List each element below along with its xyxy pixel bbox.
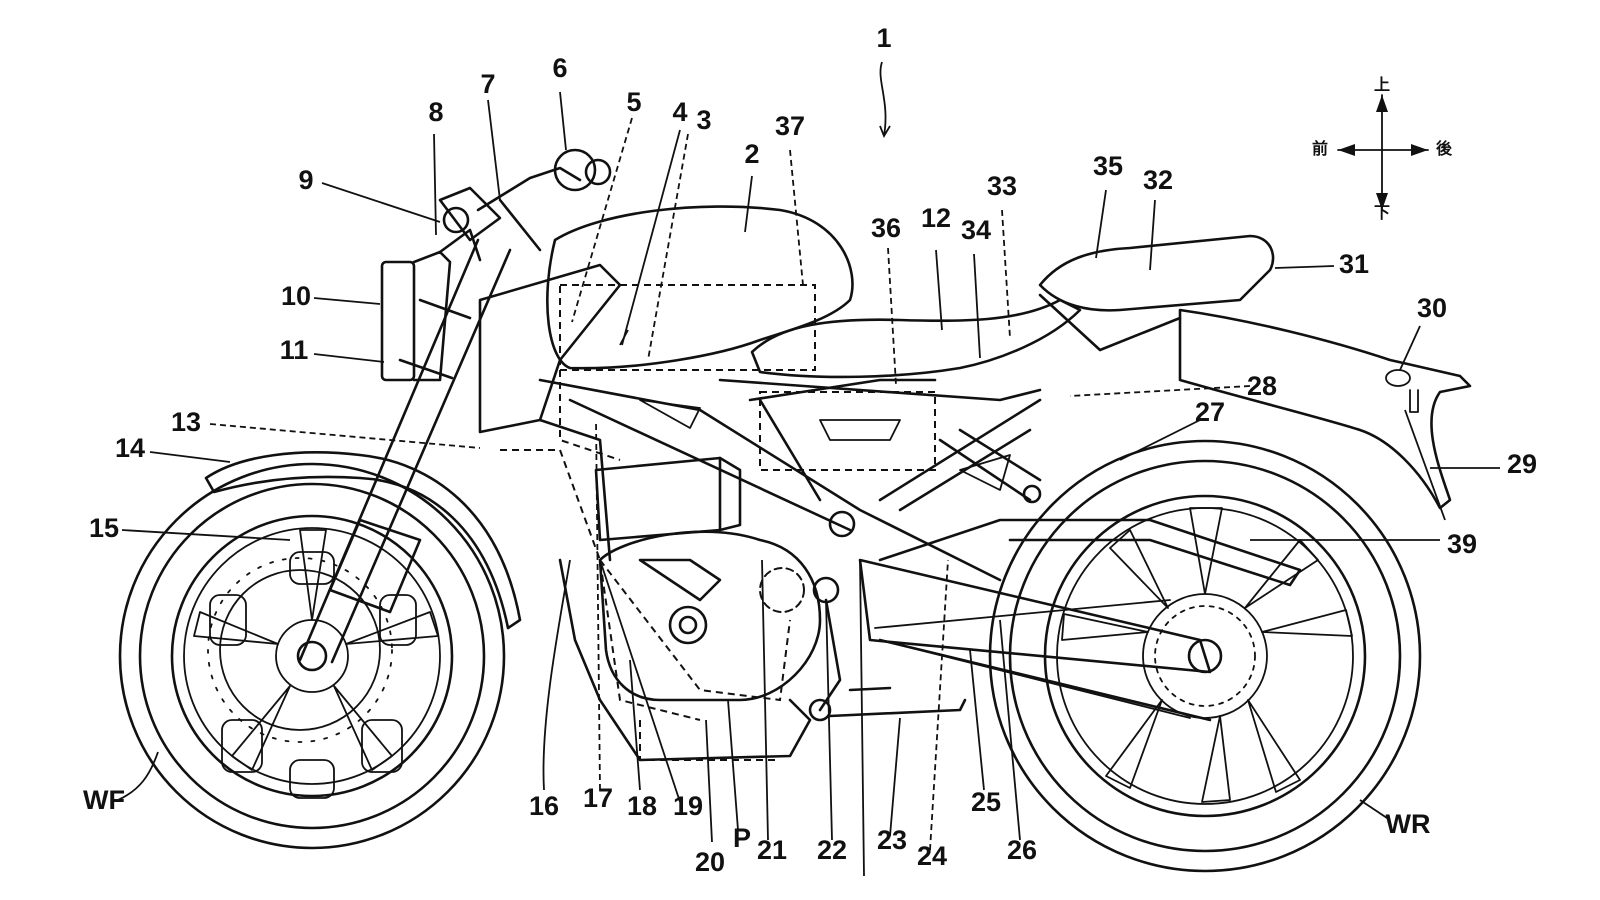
label-9: 9: [298, 165, 313, 195]
label-19: 19: [673, 791, 703, 821]
label-30: 30: [1417, 293, 1447, 323]
direction-compass: 上 下 前 後: [1312, 76, 1453, 222]
fuel-tank: [546, 205, 854, 370]
front-fork: [298, 238, 512, 664]
label-28: 28: [1247, 371, 1277, 401]
label-39: 39: [1447, 529, 1477, 559]
label-20: 20: [695, 847, 725, 877]
label-25: 25: [971, 787, 1001, 817]
label-35: 35: [1093, 151, 1123, 181]
tail-light: [1385, 369, 1419, 413]
label-29: 29: [1507, 449, 1537, 479]
seat: [750, 298, 1082, 379]
label-14: 14: [115, 433, 145, 463]
label-36: 36: [871, 213, 901, 243]
label-wr: WR: [1386, 809, 1431, 839]
label-27: 27: [1195, 397, 1225, 427]
tail-cowl: [1038, 234, 1275, 352]
motor: [598, 530, 822, 702]
label-13: 13: [171, 407, 201, 437]
label-11: 11: [280, 335, 309, 365]
label-3: 3: [696, 105, 711, 135]
rear-wheel: [988, 439, 1422, 873]
label-wf: WF: [83, 785, 125, 815]
label-24: 24: [917, 841, 947, 871]
main-frame: [538, 378, 1042, 582]
label-4: 4: [672, 97, 687, 127]
handlebar: [438, 148, 612, 252]
label-15: 15: [89, 513, 119, 543]
inverter-box: [594, 456, 742, 542]
lower-cowl: [558, 558, 812, 762]
label-5: 5: [626, 87, 641, 117]
drive-chain: [874, 599, 1191, 719]
label-22: 22: [817, 835, 847, 865]
label-31: 31: [1339, 249, 1369, 279]
label-23: 23: [877, 825, 907, 855]
rear-fender: [1178, 308, 1472, 510]
label-37: 37: [775, 111, 805, 141]
label-1: 1: [876, 23, 891, 53]
label-34: 34: [961, 215, 991, 245]
label-18: 18: [627, 791, 657, 821]
label-8: 8: [428, 97, 443, 127]
headlight: [380, 228, 482, 382]
label-2: 2: [744, 139, 759, 169]
side-shroud: [478, 263, 622, 434]
label-21: 21: [757, 835, 787, 865]
compass-rear-label: 後: [1436, 139, 1453, 158]
frame-cutouts: [639, 399, 1011, 491]
label-32: 32: [1143, 165, 1173, 195]
label-7: 7: [480, 69, 495, 99]
reference-labels: 1 2 3 4 5 6 7 8 9 10 11 12 13 14 15 16 1…: [83, 23, 1537, 877]
label-10: 10: [281, 281, 311, 311]
label-6: 6: [552, 53, 567, 83]
label-16: 16: [529, 791, 559, 821]
compass-front-label: 前: [1312, 139, 1328, 158]
front-wheel: [118, 462, 506, 850]
label-17: 17: [583, 783, 613, 813]
label-12: 12: [921, 203, 951, 233]
label-p: P: [733, 823, 751, 853]
label-33: 33: [987, 171, 1017, 201]
compass-up-label: 上: [1374, 76, 1390, 94]
leader-lines: [117, 61, 1500, 877]
rear-shock: [938, 428, 1042, 504]
front-fender: [204, 451, 522, 630]
label-26: 26: [1007, 835, 1037, 865]
compass-down-label: 下: [1374, 205, 1390, 222]
